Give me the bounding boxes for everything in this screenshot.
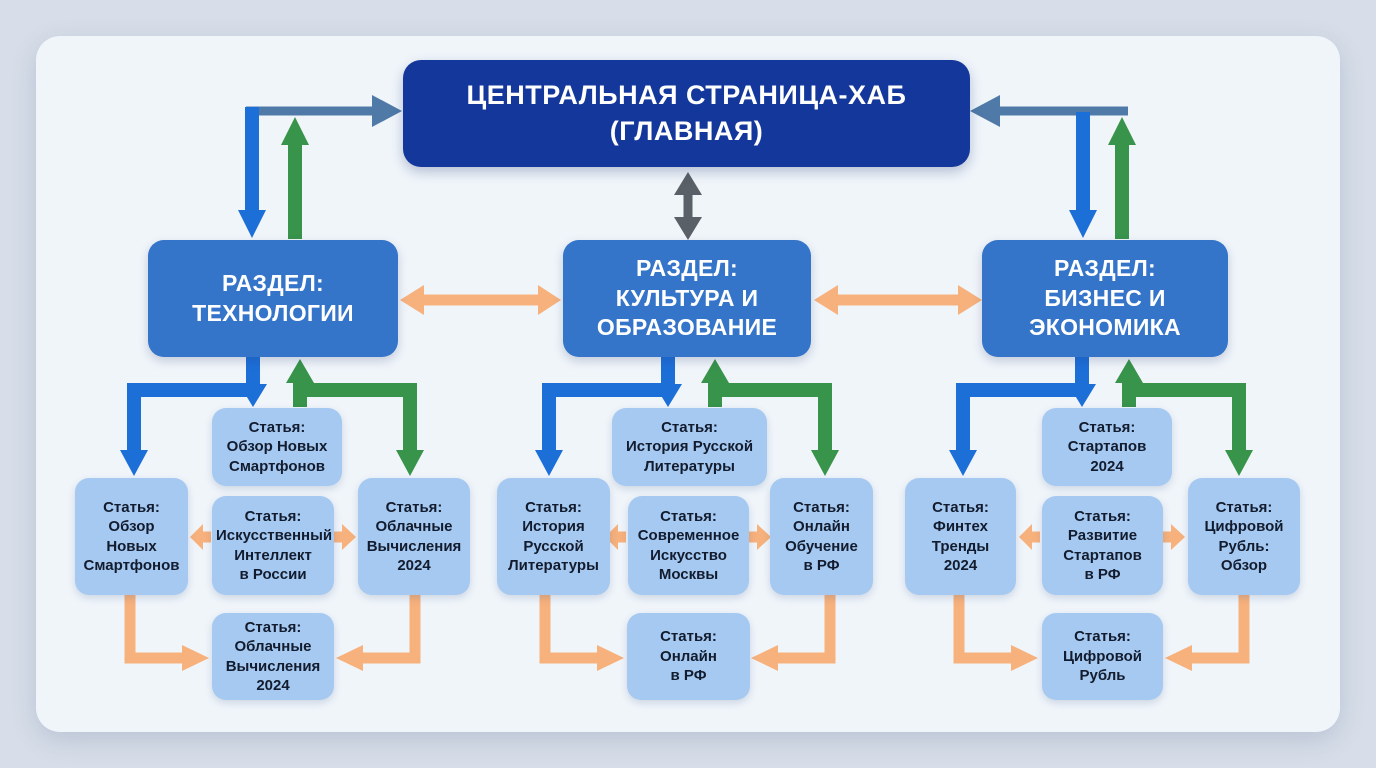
- article-label: Статья: Облачные Вычисления 2024: [366, 498, 462, 575]
- article-label: Статья: Онлайн Обучение в РФ: [785, 498, 858, 575]
- article-label: Статья: Стартапов 2024: [1067, 418, 1147, 475]
- article-label: Статья: Развитие Стартапов в РФ: [1063, 507, 1142, 584]
- article-business-top: Статья: Стартапов 2024: [1042, 408, 1172, 486]
- section-box-business-economy: РАЗДЕЛ: БИЗНЕС И ЭКОНОМИКА: [982, 240, 1228, 357]
- article-label: Статья: Финтех Тренды 2024: [931, 498, 990, 575]
- article-culture-right: Статья: Онлайн Обучение в РФ: [770, 478, 873, 595]
- article-label: Статья: Обзор Новых Смартфонов: [83, 498, 180, 575]
- article-label: Статья: Цифровой Рубль: [1062, 628, 1143, 685]
- article-culture-center: Статья: Современное Искусство Москвы: [628, 496, 749, 595]
- article-label: Статья: Обзор Новых Смартфонов: [226, 418, 328, 475]
- article-business-left: Статья: Финтех Тренды 2024: [905, 478, 1016, 595]
- article-culture-bottom: Статья: Онлайн в РФ: [627, 613, 750, 700]
- section-label: РАЗДЕЛ: КУЛЬТУРА И ОБРАЗОВАНИЕ: [596, 254, 778, 341]
- article-label: Статья: Онлайн в РФ: [660, 628, 717, 685]
- article-technology-left: Статья: Обзор Новых Смартфонов: [75, 478, 188, 595]
- article-business-right: Статья: Цифровой Рубль: Обзор: [1188, 478, 1300, 595]
- section-label: РАЗДЕЛ: БИЗНЕС И ЭКОНОМИКА: [1029, 254, 1181, 341]
- article-label: Статья: Облачные Вычисления 2024: [225, 618, 321, 695]
- section-box-technology: РАЗДЕЛ: ТЕХНОЛОГИИ: [148, 240, 398, 357]
- article-label: Статья: Искусственный Интеллект в России: [216, 507, 333, 584]
- article-culture-left: Статья: История Русской Литературы: [497, 478, 610, 595]
- article-business-bottom: Статья: Цифровой Рубль: [1042, 613, 1163, 700]
- article-technology-center: Статья: Искусственный Интеллект в России: [212, 496, 334, 595]
- article-technology-top: Статья: Обзор Новых Смартфонов: [212, 408, 342, 486]
- section-label: РАЗДЕЛ: ТЕХНОЛОГИИ: [192, 269, 354, 326]
- article-culture-top: Статья: История Русской Литературы: [612, 408, 767, 486]
- hub-box: ЦЕНТРАЛЬНАЯ СТРАНИЦА-ХАБ (ГЛАВНАЯ): [403, 60, 970, 167]
- article-technology-bottom: Статья: Облачные Вычисления 2024: [212, 613, 334, 700]
- article-business-center: Статья: Развитие Стартапов в РФ: [1042, 496, 1163, 595]
- article-label: Статья: История Русской Литературы: [625, 418, 754, 475]
- article-label: Статья: История Русской Литературы: [508, 498, 599, 575]
- article-label: Статья: Цифровой Рубль: Обзор: [1204, 498, 1284, 575]
- article-label: Статья: Современное Искусство Москвы: [637, 507, 740, 584]
- section-box-culture-education: РАЗДЕЛ: КУЛЬТУРА И ОБРАЗОВАНИЕ: [563, 240, 811, 357]
- article-technology-right: Статья: Облачные Вычисления 2024: [358, 478, 470, 595]
- hub-label: ЦЕНТРАЛЬНАЯ СТРАНИЦА-ХАБ (ГЛАВНАЯ): [466, 80, 907, 146]
